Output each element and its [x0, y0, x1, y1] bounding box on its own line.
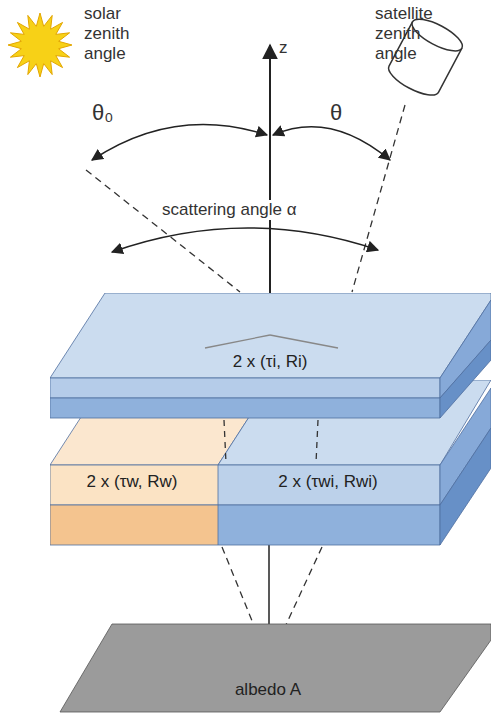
- axis-label: z: [279, 38, 288, 58]
- layer-label: 2 x (τwi, Rwi): [278, 472, 377, 492]
- scattering-arc: [112, 228, 378, 252]
- angle-symbol: θ: [330, 100, 342, 126]
- z-axis: [269, 45, 271, 335]
- slab-outline: [58, 622, 491, 714]
- layer-slab: albedo A: [58, 622, 491, 714]
- sun-ray: [86, 170, 240, 292]
- sun-icon: [8, 13, 72, 77]
- angle-arc: [273, 127, 390, 160]
- satellite-label: satellite zenith angle: [375, 4, 465, 64]
- layer-label: 2 x (τi, Ri): [233, 352, 308, 372]
- angle-arc: [92, 124, 267, 160]
- layer-label: 2 x (τw, Rw): [87, 472, 178, 492]
- angle-symbol: θ₀: [92, 100, 113, 126]
- layer-slab: 2 x (τi, Ri): [50, 293, 491, 419]
- layer-label: albedo A: [235, 680, 301, 700]
- view-ray: [352, 105, 405, 292]
- sun-label: solar zenith angle: [84, 4, 156, 64]
- scattering-label: scattering angle α: [160, 200, 299, 220]
